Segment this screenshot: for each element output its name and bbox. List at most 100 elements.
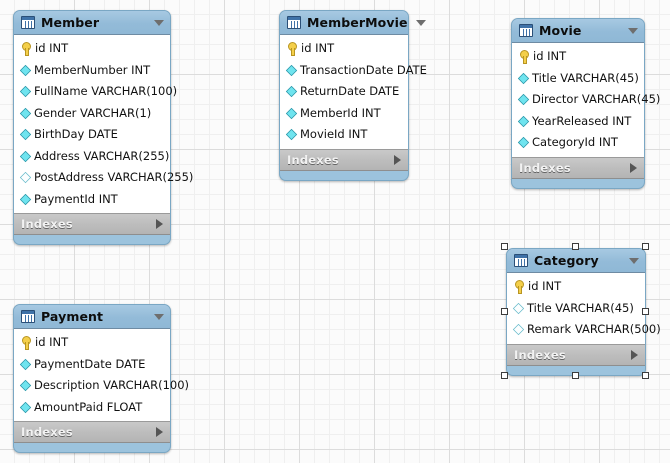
resize-handle-se[interactable] [642,372,649,379]
column-label: MemberId INT [300,105,381,120]
diamond-outline-icon [512,324,525,336]
table-icon [287,16,301,29]
table-column-row[interactable]: Gender VARCHAR(1) [14,103,170,125]
triangle-right-icon[interactable] [630,162,637,173]
resize-handle-ne[interactable] [642,243,649,250]
table-name-label: Category [534,253,599,268]
resize-handle-e[interactable] [642,308,649,315]
column-label: CategoryId INT [532,135,618,149]
column-label: id INT [533,49,567,63]
column-label: MovieId INT [300,127,368,141]
table-column-row[interactable]: MovieId INT [280,124,408,146]
triangle-right-icon[interactable] [156,427,163,437]
chevron-down-icon[interactable] [154,313,164,320]
resize-handle-n[interactable] [572,243,579,250]
table-column-row[interactable]: BirthDay DATE [14,124,170,146]
column-label: id INT [301,41,335,55]
diamond-icon [517,72,530,84]
table-column-row[interactable]: id INT [280,38,408,60]
indexes-label: Indexes [21,425,73,439]
table-column-row[interactable]: PostAddress VARCHAR(255) [14,167,193,189]
table-title-bar[interactable]: Member [14,11,170,34]
indexes-label: Indexes [21,217,73,231]
resize-handle-w[interactable] [501,308,508,315]
key-icon [20,42,32,57]
table-title-bar[interactable]: Category [507,249,645,272]
table-column-row[interactable]: id INT [512,46,644,68]
diamond-icon [517,115,530,127]
diamond-icon [285,64,298,76]
table-column-row[interactable]: id INT [507,276,645,298]
table-columns-list: id INT TransactionDate DATE ReturnDate DAT… [280,34,427,150]
table-column-row[interactable]: Remark VARCHAR(500) [507,319,661,341]
indexes-section[interactable]: Indexes [14,214,170,235]
resize-handle-sw[interactable] [501,372,508,379]
table-column-row[interactable]: PaymentDate DATE [14,354,170,376]
table-column-row[interactable]: Title VARCHAR(45) [512,68,644,90]
diamond-icon [19,150,32,162]
chevron-down-icon[interactable] [154,19,164,26]
table-node-category[interactable]: Category id INT Title VARCHAR(45) Remark VA… [506,248,661,376]
diamond-icon [19,86,32,98]
table-column-row[interactable]: MemberNumber INT [14,60,170,82]
table-column-row[interactable]: CategoryId INT [512,132,644,154]
diamond-icon [19,64,32,76]
table-column-row[interactable]: Description VARCHAR(100) [14,375,189,397]
table-column-row[interactable]: ReturnDate DATE [280,81,408,103]
chevron-down-icon[interactable] [415,19,426,26]
diamond-icon [19,358,32,370]
triangle-right-icon[interactable] [631,349,638,360]
table-icon [514,254,528,267]
indexes-section[interactable]: Indexes [280,149,408,171]
table-column-row[interactable]: AmountPaid FLOAT [14,397,170,419]
table-node-member[interactable]: Member id INT MemberNumber INT FullName VAR… [13,10,193,245]
diamond-icon [285,86,298,98]
column-label: id INT [528,279,562,293]
indexes-label: Indexes [519,160,571,175]
table-column-row[interactable]: MemberId INT [280,103,408,125]
column-label: AmountPaid FLOAT [34,399,143,414]
key-icon [286,42,298,57]
table-column-row[interactable]: YearReleased INT [512,111,644,133]
column-label: id INT [35,41,69,55]
indexes-label: Indexes [514,347,566,362]
table-column-row[interactable]: id INT [14,332,170,354]
table-name-label: MemberMovie [307,15,408,30]
table-title-bar[interactable]: MemberMovie [280,11,426,34]
indexes-section[interactable]: Indexes [507,344,645,366]
chevron-down-icon[interactable] [629,257,639,264]
table-name-label: Payment [41,309,104,324]
table-column-row[interactable]: Address VARCHAR(255) [14,146,170,168]
triangle-right-icon[interactable] [156,219,163,229]
table-name-label: Member [41,15,100,30]
table-column-row[interactable]: Title VARCHAR(45) [507,298,645,320]
table-title-bar[interactable]: Movie [512,19,644,42]
table-column-row[interactable]: Director VARCHAR(45) [512,89,660,111]
triangle-right-icon[interactable] [394,154,401,165]
table-column-row[interactable]: FullName VARCHAR(100) [14,81,177,103]
column-label: MemberNumber INT [34,62,151,77]
diamond-icon [517,94,530,106]
table-column-row[interactable]: TransactionDate DATE [280,60,427,82]
table-icon [21,16,35,29]
table-title-bar[interactable]: Payment [14,305,170,328]
diamond-outline-icon [19,172,32,184]
chevron-down-icon[interactable] [628,27,638,34]
indexes-section[interactable]: Indexes [14,422,170,443]
table-node-movie[interactable]: Movie id INT Title VARCHAR(45) Director VAR… [511,18,660,189]
diamond-icon [19,193,32,205]
indexes-section[interactable]: Indexes [512,157,644,179]
column-label: Director VARCHAR(45) [532,92,661,106]
table-columns-list: id INT Title VARCHAR(45) Director VARCHAR(… [512,42,660,158]
column-label: PostAddress VARCHAR(255) [34,170,194,184]
column-label: TransactionDate DATE [300,62,427,77]
column-label: Title VARCHAR(45) [527,300,634,315]
table-column-row[interactable]: id INT [14,38,170,60]
table-column-row[interactable]: PaymentId INT [14,189,170,211]
resize-handle-s[interactable] [572,372,579,379]
table-node-membermovie[interactable]: MemberMovie id INT TransactionDate DATE Ret… [279,10,427,181]
resize-handle-nw[interactable] [501,243,508,250]
diamond-outline-icon [512,302,525,314]
